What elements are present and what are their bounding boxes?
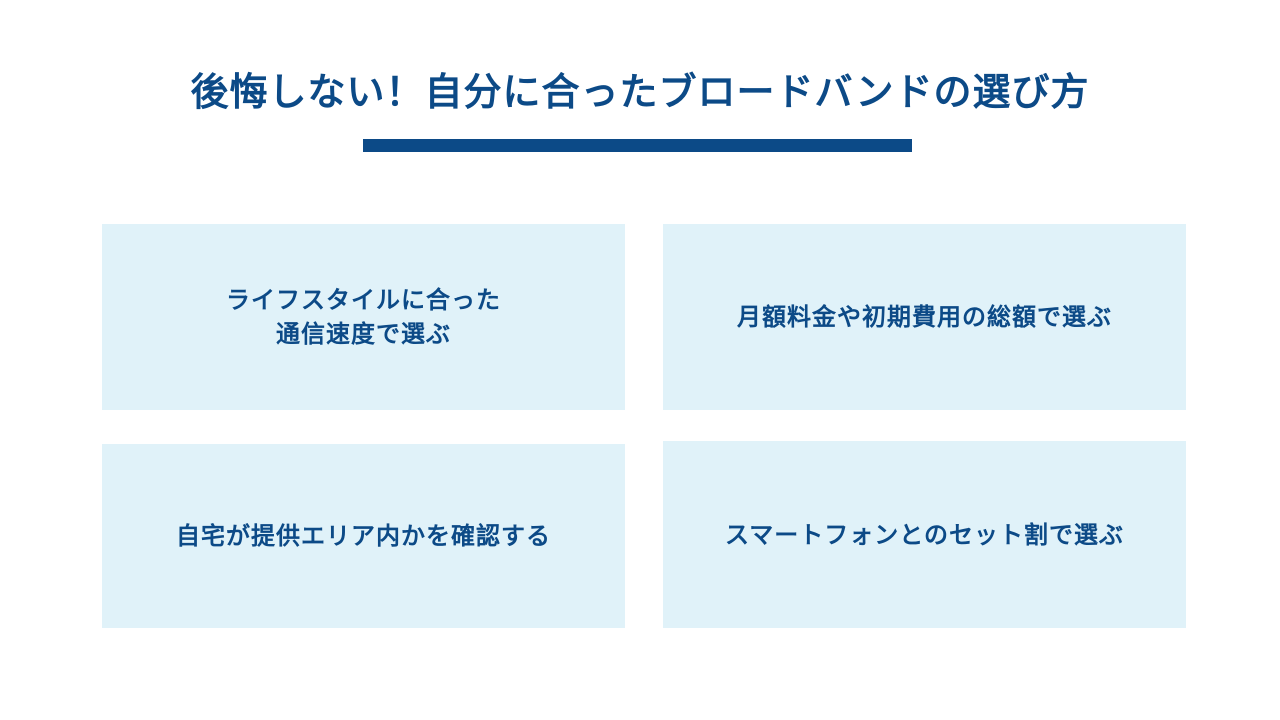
card-lifestyle-speed: ライフスタイルに合った 通信速度で選ぶ bbox=[102, 224, 625, 410]
title-underline bbox=[363, 139, 912, 152]
card-text-line2: 通信速度で選ぶ bbox=[276, 320, 451, 348]
card-text: 自宅が提供エリア内かを確認する bbox=[176, 522, 551, 550]
card-text-line1: ライフスタイルに合った bbox=[226, 286, 501, 314]
card-total-cost: 月額料金や初期費用の総額で選ぶ bbox=[663, 224, 1186, 410]
page-title: 後悔しない！自分に合ったブロードバンドの選び方 bbox=[190, 70, 1090, 114]
card-text: 月額料金や初期費用の総額で選ぶ bbox=[737, 303, 1112, 331]
card-text: スマートフォンとのセット割で選ぶ bbox=[724, 520, 1125, 549]
card-smartphone-bundle: スマートフォンとのセット割で選ぶ bbox=[663, 441, 1186, 628]
card-service-area: 自宅が提供エリア内かを確認する bbox=[102, 444, 625, 628]
